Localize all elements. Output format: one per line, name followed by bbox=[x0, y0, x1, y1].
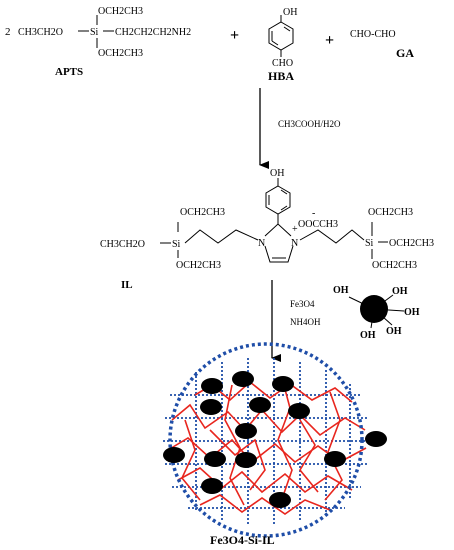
hba-oh: OH bbox=[283, 7, 297, 18]
ga-label: GA bbox=[396, 46, 414, 60]
step-1-conditions: CH3COOH/H2O bbox=[278, 119, 341, 129]
apts-chain: CH2CH2CH2NH2 bbox=[115, 27, 191, 38]
fe3o4-core bbox=[360, 295, 388, 323]
oh-group-4: OH bbox=[386, 326, 402, 337]
il-phenol-double-3 bbox=[280, 205, 288, 211]
il-left-si-group: CH3CH2O bbox=[100, 239, 145, 250]
il-right-side-group: OCH2CH3 bbox=[389, 238, 434, 249]
il-right-top-group: OCH2CH3 bbox=[368, 207, 413, 218]
step-2-reagent-1: Fe3O4 bbox=[290, 299, 315, 309]
il-anion-charge: - bbox=[312, 208, 315, 219]
oh-group-3: OH bbox=[404, 307, 420, 318]
oh-group-5: OH bbox=[360, 330, 376, 341]
hba-ring-double-2 bbox=[271, 40, 279, 46]
apts-label: APTS bbox=[55, 66, 83, 78]
il-phenol-double-2 bbox=[280, 189, 288, 195]
il-oh: OH bbox=[270, 168, 284, 179]
particle-shell bbox=[168, 342, 364, 538]
il-label: IL bbox=[121, 279, 133, 291]
plus-sign-1: + bbox=[230, 27, 239, 44]
il-phenol-ring bbox=[265, 185, 291, 215]
hba-ring-double-1 bbox=[283, 26, 291, 32]
ga-formula: CHO-CHO bbox=[350, 29, 396, 40]
hba-cho: CHO bbox=[272, 58, 293, 69]
step-2-reagent-2: NH4OH bbox=[290, 317, 321, 327]
il-right-bottom-group: OCH2CH3 bbox=[372, 260, 417, 271]
fe3o4-particle: OH OH OH OH OH bbox=[333, 285, 420, 341]
apts-bottom-group: OCH2CH3 bbox=[98, 48, 143, 59]
oh-group-1: OH bbox=[333, 285, 349, 296]
fe3o4-cores bbox=[163, 371, 387, 508]
il-n-right: N bbox=[291, 238, 298, 249]
product-nanoparticle bbox=[163, 342, 387, 538]
il-right-si: Si bbox=[365, 238, 374, 249]
silica-grid-lines bbox=[163, 358, 370, 525]
apts-left-group: CH3CH2O bbox=[18, 27, 63, 38]
il-anion: OOCCH3 bbox=[298, 219, 338, 230]
il-left-top-group: OCH2CH3 bbox=[180, 207, 225, 218]
il-left-si: Si bbox=[172, 239, 181, 250]
il-cation-charge: + bbox=[292, 224, 298, 235]
il-right-propyl-chain bbox=[299, 229, 365, 244]
il-left-propyl-chain bbox=[184, 229, 259, 244]
coefficient: 2 bbox=[5, 26, 11, 38]
apts-si: Si bbox=[90, 27, 99, 38]
hba-molecule: OH CHO HBA bbox=[268, 7, 297, 83]
il-polymer-network bbox=[167, 377, 367, 515]
product-label: Fe3O4-Si-IL bbox=[210, 533, 275, 547]
il-left-bottom-group: OCH2CH3 bbox=[176, 260, 221, 271]
il-ring-bottom bbox=[264, 245, 294, 263]
apts-molecule: 2 CH3CH2O Si OCH2CH3 OCH2CH3 CH2CH2CH2NH… bbox=[5, 6, 191, 78]
il-ring-top bbox=[264, 223, 292, 237]
oh-group-2: OH bbox=[392, 286, 408, 297]
hba-benzene-ring bbox=[268, 21, 294, 51]
hba-label: HBA bbox=[268, 69, 294, 83]
apts-top-group: OCH2CH3 bbox=[98, 6, 143, 17]
il-n-left: N bbox=[258, 238, 265, 249]
ionic-liquid-molecule: OCH2CH3 CH3CH2O Si OCH2CH3 N N + OH - OO… bbox=[100, 168, 434, 291]
plus-sign-2: + bbox=[325, 32, 334, 49]
